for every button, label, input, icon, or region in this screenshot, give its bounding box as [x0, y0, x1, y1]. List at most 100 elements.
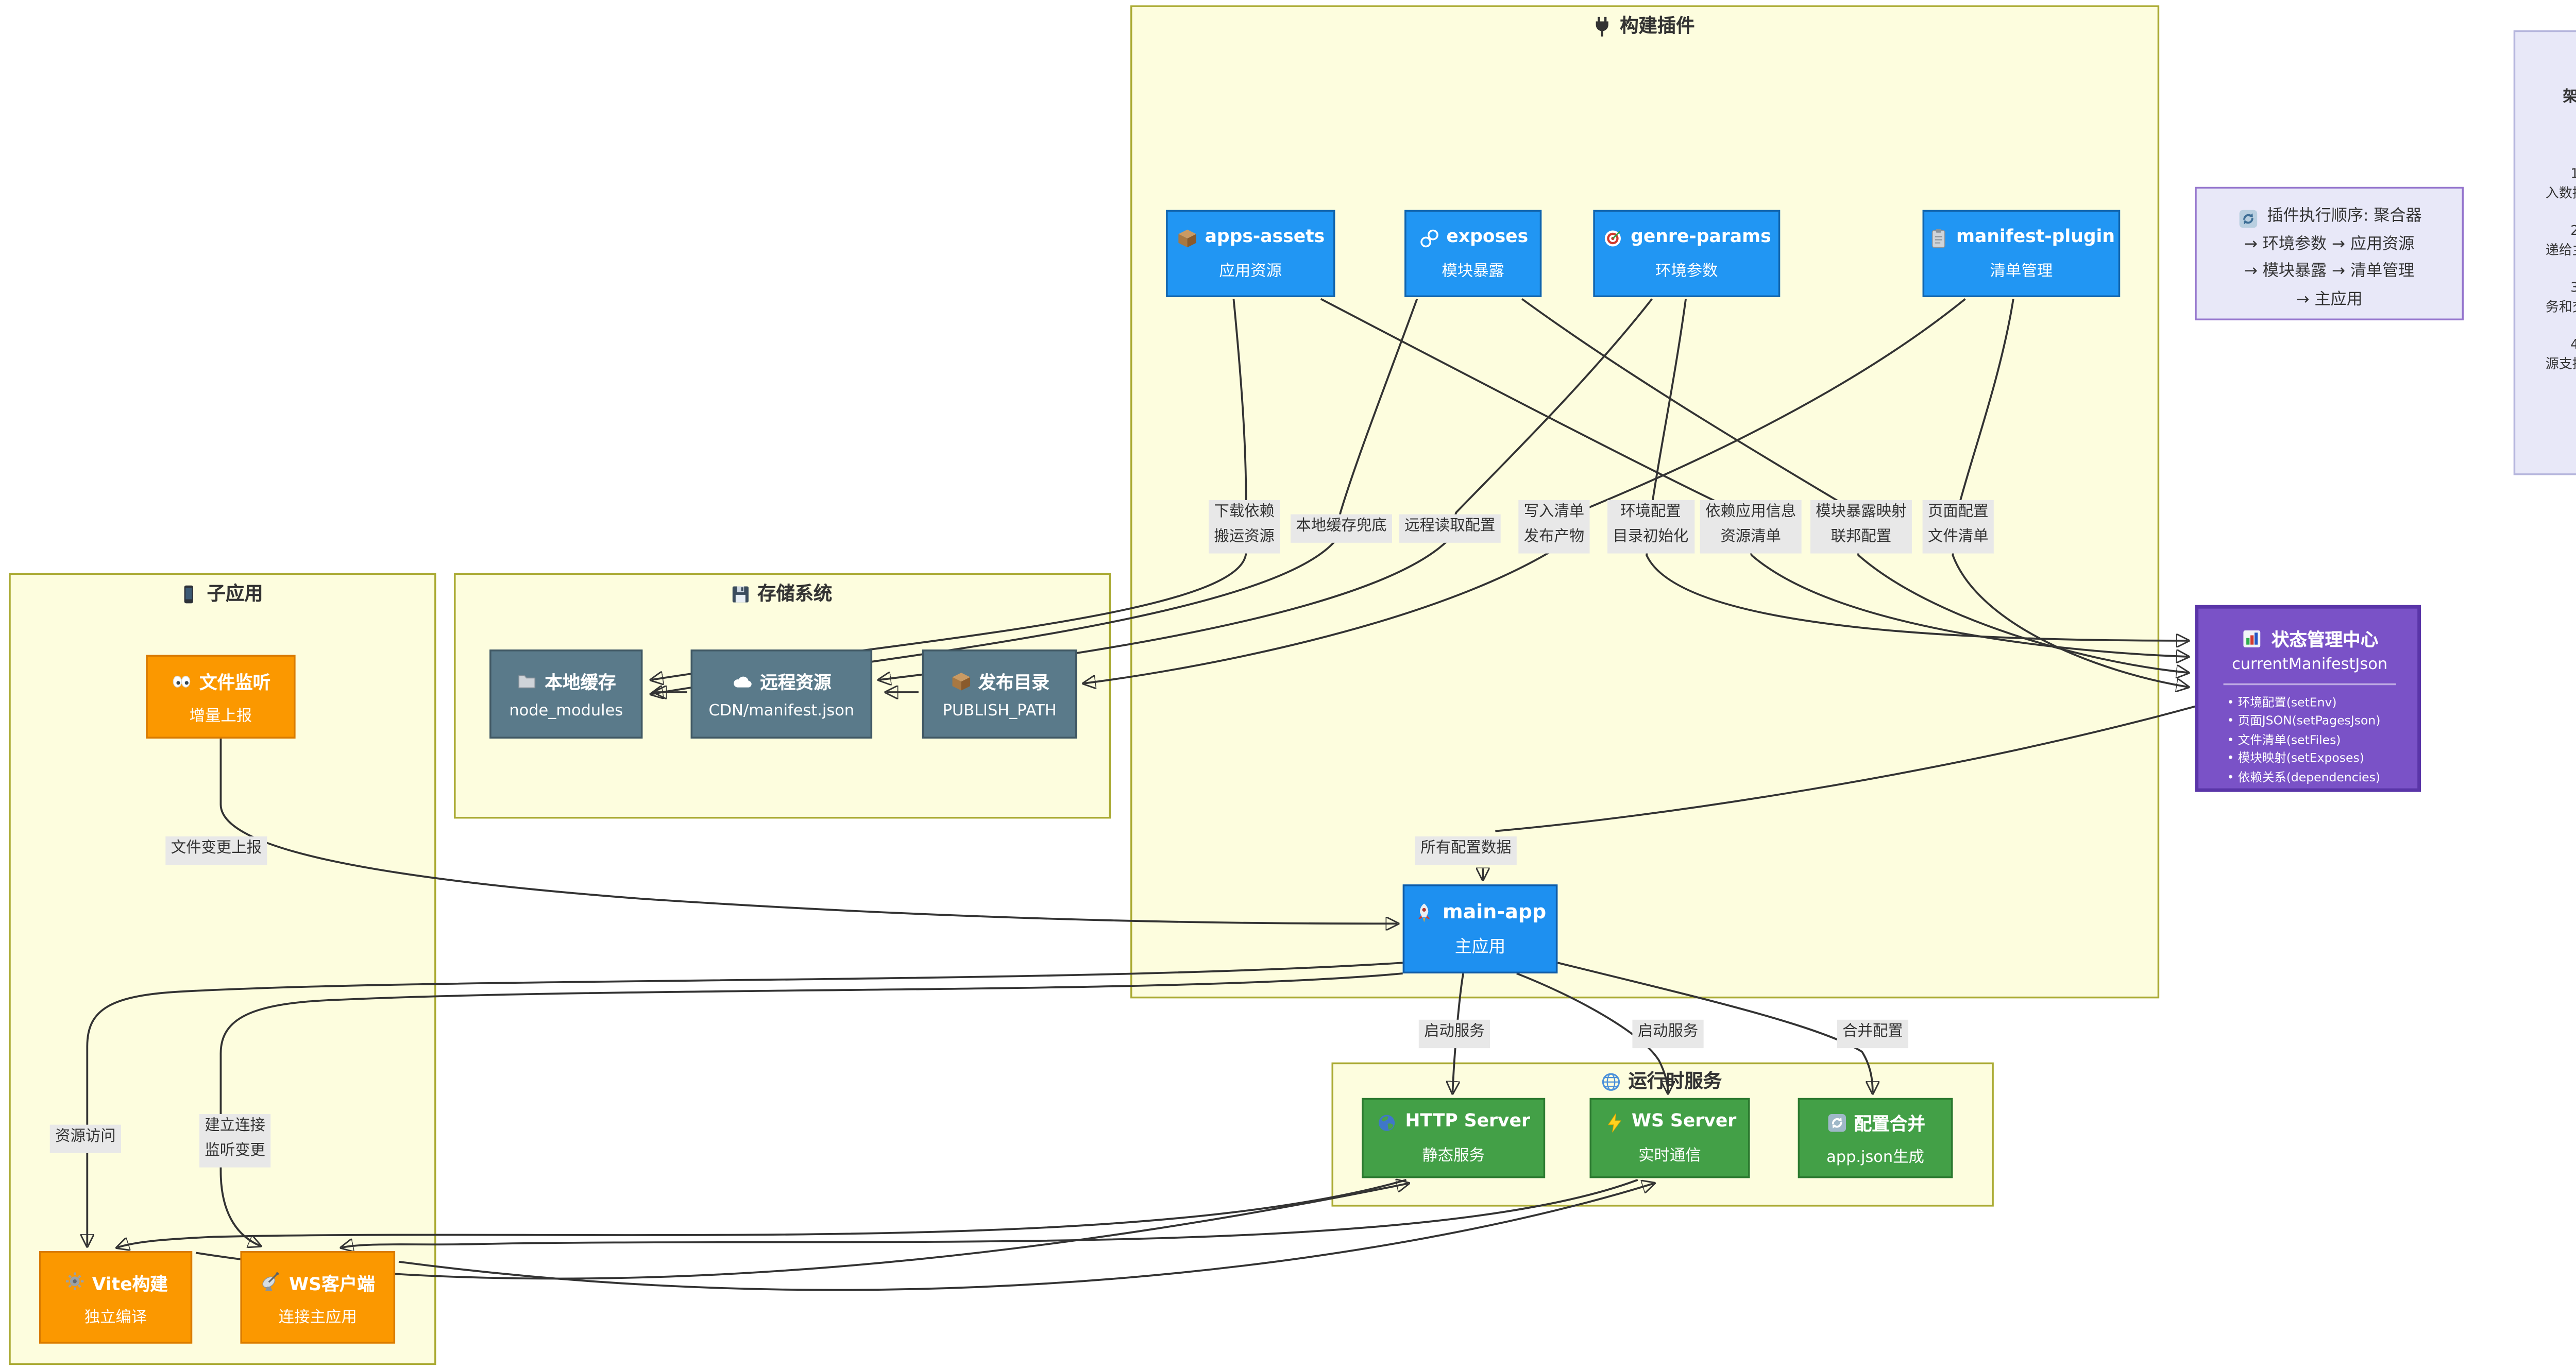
node-title: 配置合并 [1854, 1116, 1925, 1136]
node-vite-build[interactable]: Vite构建 独立编译 [39, 1251, 193, 1344]
node-desc: 环境参数 [1655, 262, 1718, 281]
folder-icon [516, 670, 537, 691]
container-runtime-title: 运行时服务 [1331, 1068, 1990, 1094]
container-title-text: 存储系统 [757, 584, 833, 605]
note-line: → 模块暴露 → 清单管理 [2244, 263, 2415, 281]
list-item: 依赖关系(dependencies) [2227, 768, 2399, 786]
divider [2223, 683, 2396, 686]
edge-label-file-change: 文件变更上报 [165, 836, 267, 865]
edge-label-all-config: 所有配置数据 [1415, 836, 1517, 865]
node-desc: 连接主应用 [278, 1309, 357, 1327]
node-title: HTTP Server [1405, 1112, 1531, 1132]
edge-label-remote-read: 远程读取配置 [1399, 514, 1501, 543]
note-title: 架构核心：状态管理中心 [2546, 85, 2576, 107]
state-center-subtitle: currentManifestJson [2232, 656, 2388, 675]
edge-label-connect: 建立连接监听变更 [199, 1114, 271, 1167]
node-ws-server[interactable]: WS Server 实时通信 [1589, 1098, 1750, 1178]
plugin-order-note: 插件执行顺序: 聚合器 → 环境参数 → 应用资源 → 模块暴露 → 清单管理 … [2195, 186, 2464, 320]
node-title: manifest-plugin [1956, 228, 2115, 248]
node-file-watch[interactable]: 文件监听 增量上报 [146, 655, 296, 739]
edge-label-write-manifest: 写入清单发布产物 [1518, 500, 1590, 553]
link-icon [1418, 227, 1439, 248]
node-desc: 独立编译 [84, 1309, 147, 1327]
list-item: 文件清单(setFiles) [2227, 731, 2399, 749]
container-build-plugins-title: 构建插件 [1130, 12, 2156, 39]
edge-label-env-config: 环境配置目录初始化 [1607, 500, 1694, 553]
edge-label-download-deps: 下载依赖搬运资源 [1209, 500, 1280, 553]
node-config-merge[interactable]: 配置合并 app.json生成 [1798, 1098, 1953, 1178]
node-title: genre-params [1631, 228, 1771, 248]
state-center-title: 状态管理中心 [2271, 631, 2379, 652]
node-title: main-app [1443, 900, 1547, 924]
node-desc: CDN/manifest.json [708, 703, 855, 721]
node-desc: 清单管理 [1990, 262, 2053, 281]
node-desc: 增量上报 [189, 708, 252, 726]
node-desc: PUBLISH_PATH [942, 703, 1057, 721]
note-item: 1. 所有构建插件向状态中心写入数据 [2545, 165, 2576, 201]
lightning-bolt-icon [1603, 1111, 1624, 1133]
node-manifest-plugin[interactable]: manifest-plugin 清单管理 [1922, 210, 2121, 298]
edge-label-dep-info: 依赖应用信息资源清单 [1700, 500, 1802, 553]
note-line: → 环境参数 → 应用资源 [2244, 235, 2415, 254]
list-item: 模块映射(setExposes) [2227, 749, 2399, 768]
box-icon [950, 670, 971, 691]
container-title-text: 运行时服务 [1628, 1071, 1722, 1093]
node-title: 远程资源 [760, 674, 832, 694]
node-title: 发布目录 [978, 674, 1049, 694]
node-title: 本地缓存 [545, 674, 616, 694]
rocket-icon [1414, 901, 1435, 922]
node-title: 文件监听 [199, 674, 271, 694]
edge-label-start-http: 启动服务 [1418, 1019, 1490, 1048]
package-icon [1176, 227, 1197, 248]
node-desc: node_modules [509, 703, 623, 721]
earth-icon [1377, 1111, 1398, 1133]
gear-icon [63, 1271, 84, 1292]
cycle-arrows-icon [1825, 1111, 1846, 1133]
container-sub-app-title: 子应用 [9, 580, 432, 607]
container-title-text: 构建插件 [1620, 16, 1695, 38]
node-remote-res[interactable]: 远程资源 CDN/manifest.json [690, 649, 873, 739]
node-title: WS Server [1631, 1112, 1737, 1132]
node-desc: 主应用 [1454, 937, 1506, 957]
edge-label-page-config: 页面配置文件清单 [1922, 500, 1994, 553]
state-center-list: 环境配置(setEnv) 页面JSON(setPagesJson) 文件清单(s… [2220, 694, 2400, 787]
node-local-cache[interactable]: 本地缓存 node_modules [489, 649, 643, 739]
edge-label-res-access: 资源访问 [49, 1124, 122, 1153]
node-title: apps-assets [1205, 228, 1325, 248]
note-line: → 主应用 [2296, 290, 2363, 309]
list-item: 页面JSON(setPagesJson) [2227, 712, 2399, 731]
bar-chart-icon [2241, 627, 2262, 648]
node-title: exposes [1446, 228, 1529, 248]
container-storage-title: 存储系统 [454, 580, 1107, 607]
container-title-text: 子应用 [207, 584, 263, 605]
node-publish-dir[interactable]: 发布目录 PUBLISH_PATH [922, 649, 1077, 739]
node-desc: 模块暴露 [1442, 262, 1504, 281]
cloud-icon [732, 670, 753, 691]
edge-label-merge: 合并配置 [1837, 1019, 1909, 1048]
clipboard-icon [1928, 227, 1949, 248]
list-item: 环境配置(setEnv) [2227, 694, 2399, 713]
cycle-arrows-icon [2237, 208, 2258, 229]
target-icon [1602, 227, 1623, 248]
node-title: WS客户端 [289, 1275, 375, 1295]
node-desc: 应用资源 [1219, 262, 1282, 281]
note-line: 插件执行顺序: 聚合器 [2267, 208, 2422, 226]
note-item: 4. 存储系统提供本地和远程资源支持 [2545, 336, 2576, 372]
node-ws-client[interactable]: WS客户端 连接主应用 [240, 1251, 396, 1344]
note-item: 3. 主应用基于完整状态启动服务和交互 [2545, 279, 2576, 315]
node-main-app[interactable]: main-app 主应用 [1402, 884, 1558, 973]
node-desc: 静态服务 [1422, 1146, 1485, 1165]
note-item: 2. 状态中心整合所有配置后传递给主应用 [2545, 223, 2576, 259]
architecture-core-note: 架构核心：状态管理中心 1. 所有构建插件向状态中心写入数据 2. 状态中心整合… [2513, 30, 2576, 475]
eyes-icon [171, 670, 192, 691]
node-apps-assets[interactable]: apps-assets 应用资源 [1166, 210, 1335, 298]
node-exposes[interactable]: exposes 模块暴露 [1404, 210, 1542, 298]
node-genre-params[interactable]: genre-params 环境参数 [1593, 210, 1781, 298]
node-title: Vite构建 [92, 1275, 168, 1295]
node-state-center[interactable]: 状态管理中心 currentManifestJson 环境配置(setEnv) … [2195, 605, 2421, 792]
edge-label-start-ws: 启动服务 [1632, 1019, 1704, 1048]
edge-label-expose-map: 模块暴露映射联邦配置 [1810, 500, 1912, 553]
node-http-server[interactable]: HTTP Server 静态服务 [1362, 1098, 1546, 1178]
